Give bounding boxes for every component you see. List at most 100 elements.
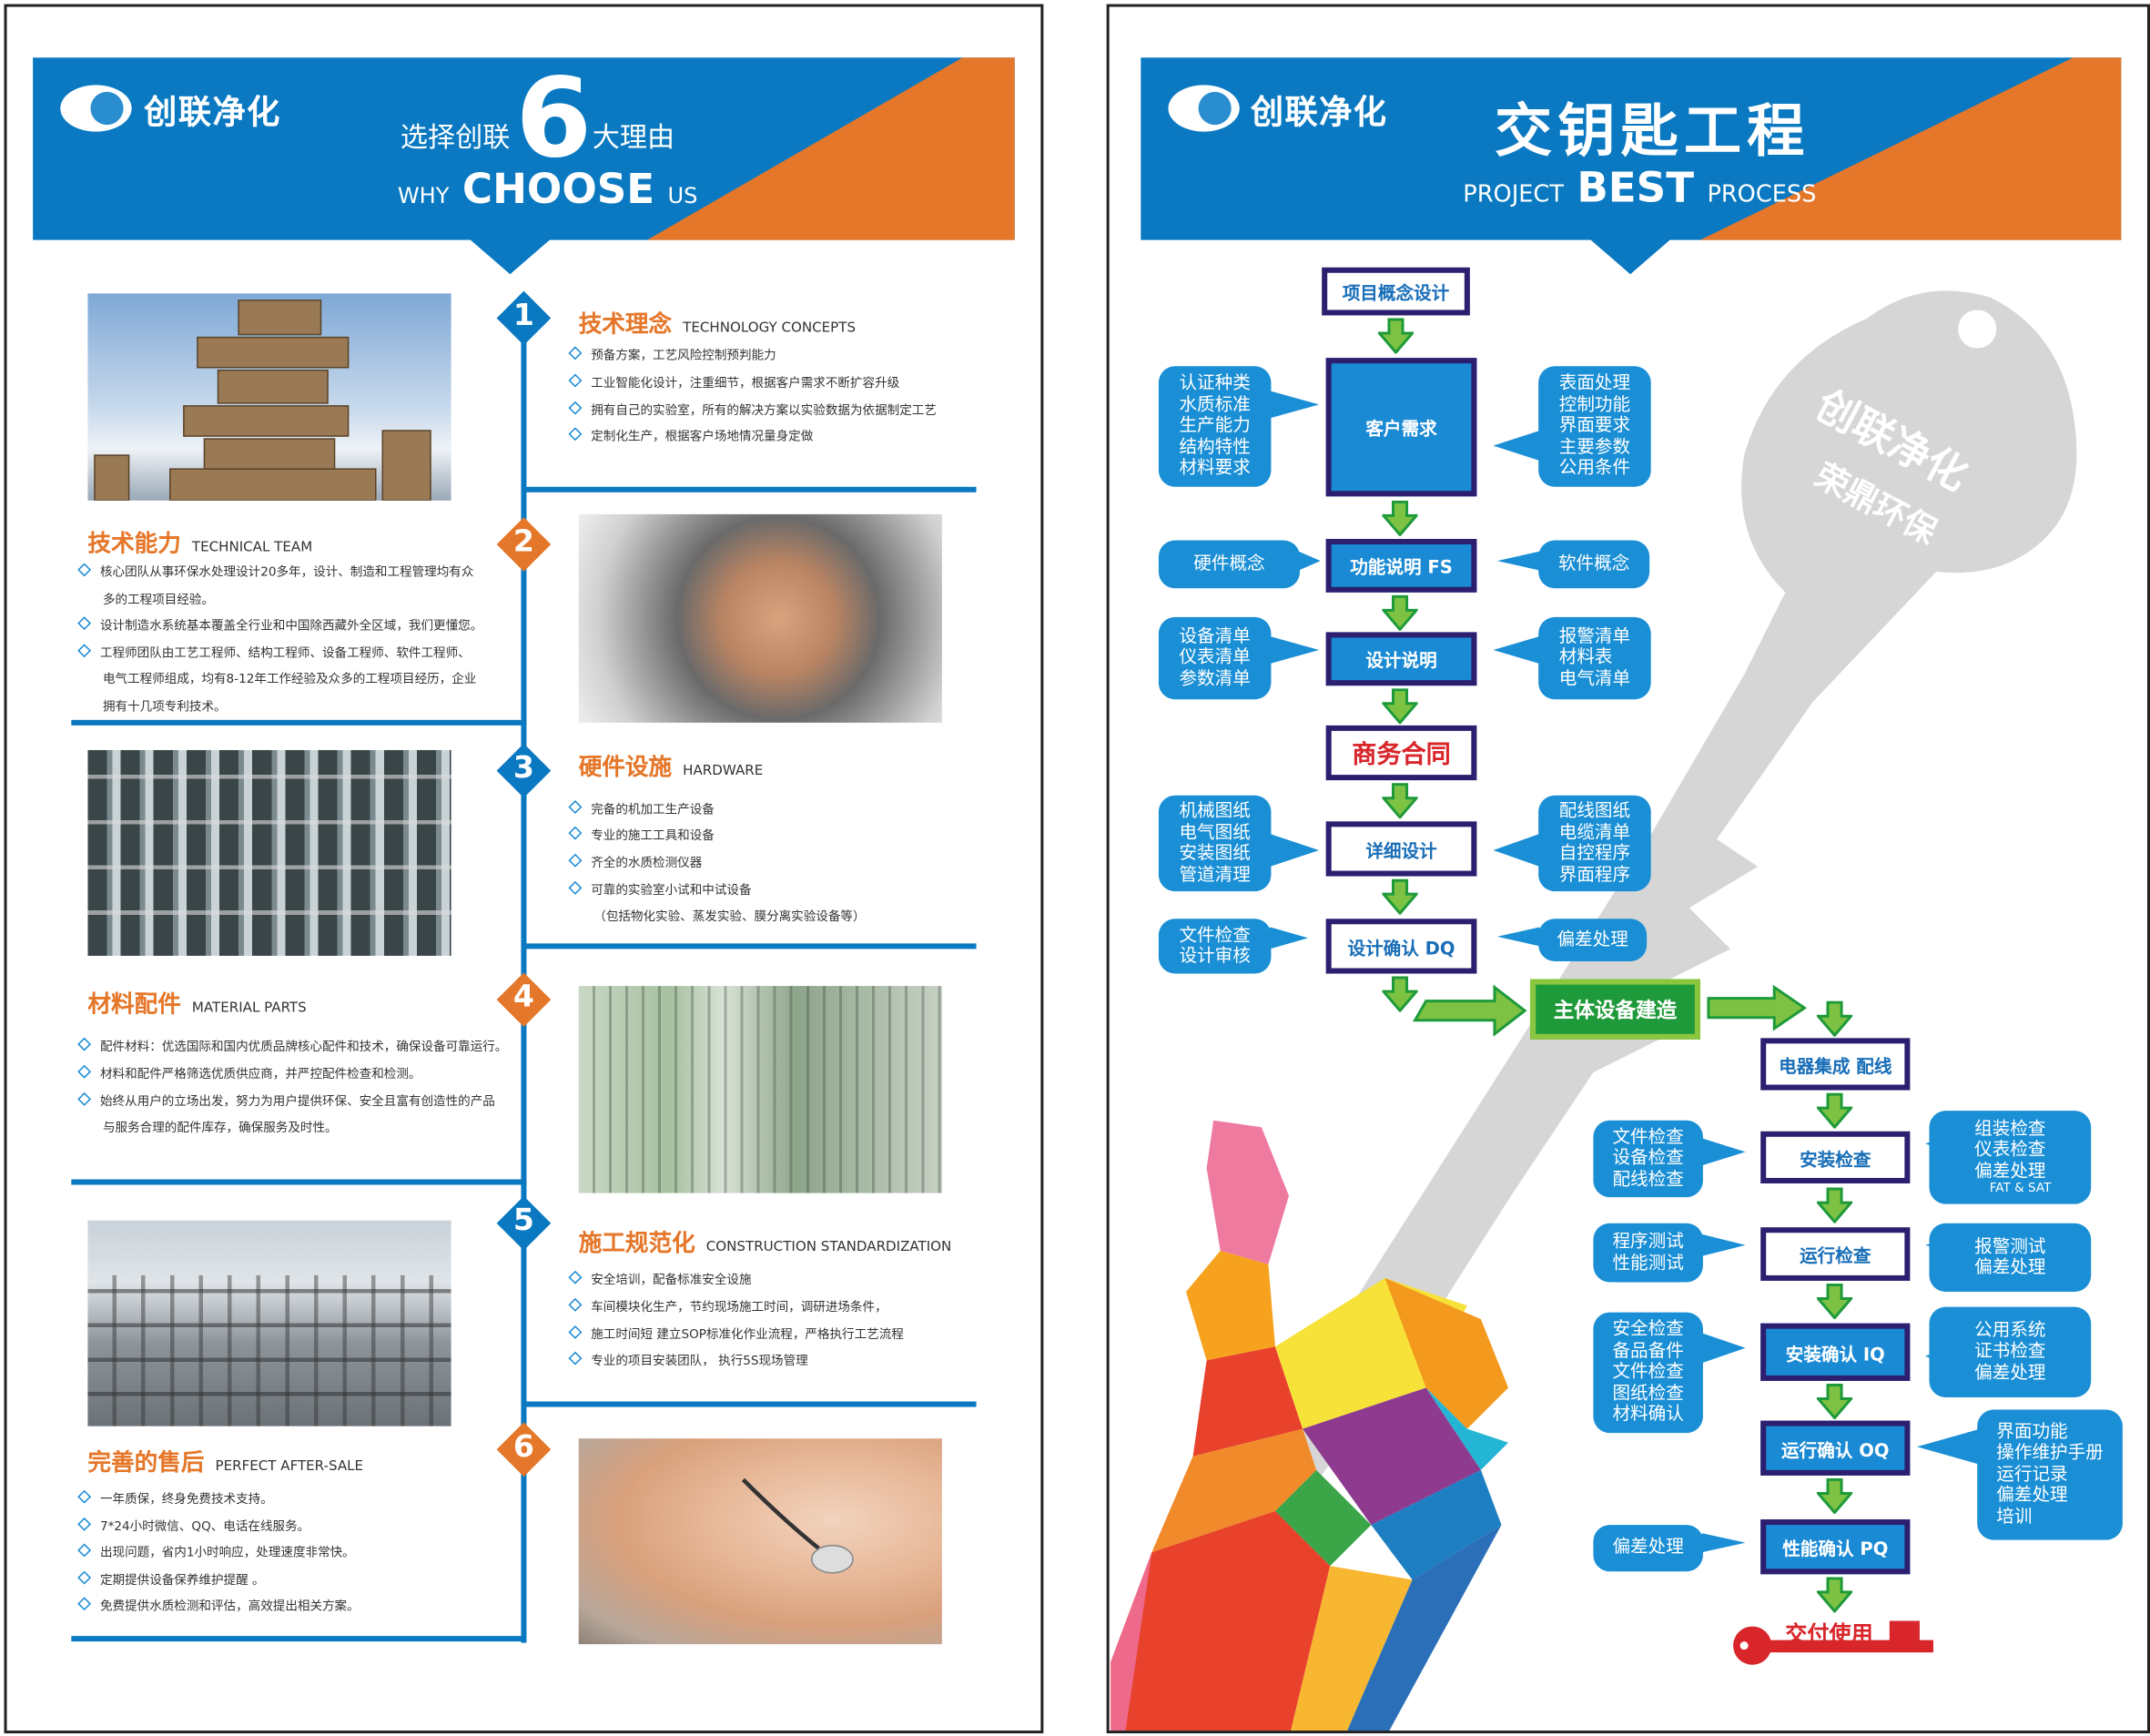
diamond-bullet-icon (77, 1570, 92, 1585)
section-title-cn: 施工规范化 (578, 1230, 695, 1258)
bullet-text: 出现问题，省内1小时响应，处理速度非常快。 (99, 1547, 355, 1561)
header-decoration (469, 57, 1015, 275)
bullet-item: 多的工程项目经验。 (79, 590, 215, 608)
company-logo-text: 创联净化 (1250, 93, 1388, 132)
section-title-en: TECHNICAL TEAM (191, 540, 313, 556)
divider (71, 719, 527, 726)
bullet-text: 专业的施工工具和设备 (591, 829, 715, 844)
right-title: 交钥匙工程 (1494, 96, 1810, 165)
section-title-cn: 材料配件 (87, 991, 181, 1020)
section-title-en: PERFECT AFTER-SALE (215, 1458, 364, 1475)
bullet-text: （包括物化实验、蒸发实验、膜分离实验设备等） (593, 910, 866, 925)
divider (523, 486, 977, 492)
bullet-text: 安全培训，配备标准安全设施 (591, 1274, 752, 1288)
down-arrow-icon (1380, 976, 1420, 1013)
bubble-oq-right: 界面功能 操作维护手册 运行记录 偏差处理 培训 (1977, 1409, 2123, 1540)
step-operational-qualification: 运行确认 OQ (1760, 1420, 1911, 1476)
divider (523, 1401, 977, 1407)
bullet-text: 设计制造水系统基本覆盖全行业和中国除西藏外全区域，我们更懂您。 (99, 619, 483, 634)
diamond-bullet-icon (77, 563, 92, 577)
down-arrow-icon (1815, 1383, 1854, 1420)
photo-industrial-plant (87, 1220, 451, 1426)
bullet-item: 一年质保，终身免费技术支持。 (77, 1489, 273, 1508)
bullet-text: 施工时间短 建立SOP标准化作业流程，严格执行工艺流程 (591, 1328, 904, 1343)
bullet-item: 定期提供设备保养维护提醒 。 (77, 1570, 265, 1588)
bullet-item: 核心团队从事环保水处理设计20多年，设计、制造和工程管理均有众 (77, 563, 473, 580)
header-number: 6 (515, 55, 593, 183)
bullet-item: 拥有十几项专利技术。 (79, 696, 227, 715)
bullet-item: 设计制造水系统基本覆盖全行业和中国除西藏外全区域，我们更懂您。 (77, 615, 483, 634)
bullet-text: 专业的项目安装团队， 执行5S现场管理 (591, 1355, 808, 1369)
step-installation-qualification: 安装确认 IQ (1760, 1323, 1911, 1381)
diamond-bullet-icon (568, 853, 583, 868)
step-performance-qualification: 性能确认 PQ (1760, 1519, 1911, 1575)
step-number: 4 (512, 980, 534, 1015)
header-pre: 选择创联 (400, 120, 511, 154)
down-arrow-icon (1815, 1092, 1854, 1130)
bullet-item: 配件材料：优选国际和国内优质品牌核心配件和技术，确保设备可靠运行。 (77, 1037, 507, 1054)
red-key-icon (1733, 1620, 1933, 1665)
down-arrow-icon (1815, 1283, 1854, 1320)
diamond-bullet-icon (568, 373, 583, 388)
step-concept-design: 项目概念设计 (1322, 267, 1470, 316)
diamond-bullet-icon (568, 1325, 583, 1339)
bubble-fs-left: 硬件概念 (1158, 540, 1301, 589)
bullet-text: 预备方案，工艺风险控制预判能力 (591, 350, 776, 364)
bullet-item: 可靠的实验室小试和中试设备 (568, 880, 752, 898)
bullet-text: 完备的机加工生产设备 (591, 803, 715, 817)
company-logo-icon (1168, 85, 1240, 132)
bullet-text: 多的工程项目经验。 (102, 594, 215, 608)
section-title-en: HARDWARE (683, 764, 764, 779)
diamond-bullet-icon (568, 401, 583, 415)
bullet-text: 拥有十几项专利技术。 (102, 700, 227, 715)
bubble-demand-right: 表面处理 控制功能 界面要求 主要参数 公用条件 (1538, 366, 1651, 487)
thumbs-up-hand-illustration (1110, 1120, 1509, 1731)
bubble-ds-right: 报警清单 材料表 电气清单 (1538, 616, 1651, 700)
bullet-text: 工程师团队由工艺工程师、结构工程师、设备工程师、软件工程师、 (99, 647, 471, 662)
step-number: 2 (512, 524, 534, 560)
bullet-item: 安全培训，配备标准安全设施 (568, 1270, 752, 1288)
step-number: 1 (512, 299, 534, 334)
diamond-bullet-icon (77, 1489, 92, 1504)
diamond-bullet-icon (568, 1297, 583, 1312)
right-arrow-icon (1707, 984, 1808, 1031)
step-electrical-wiring: 电器集成 配线 (1760, 1038, 1911, 1091)
bullet-text: 电气工程师组成，均有8-12年工作经验及众多的工程项目经历，企业 (102, 673, 477, 687)
step-delivery: 交付使用 (1785, 1620, 1873, 1648)
photo-wooden-blocks-sky (87, 293, 451, 501)
step-design-qualification: 设计确认 DQ (1325, 919, 1477, 974)
bubble-run-check-left: 程序测试 性能测试 (1593, 1223, 1703, 1283)
photo-membrane-racks (87, 749, 451, 956)
bullet-text: 车间模块化生产，节约现场施工时间，调研进场条件， (591, 1301, 887, 1315)
bubble-iq-left: 安全检查 备品备件 文件检查 图纸检查 材料确认 (1593, 1312, 1703, 1434)
bullet-item: 专业的施工工具和设备 (568, 826, 715, 844)
diamond-bullet-icon (77, 1091, 92, 1106)
step-design-spec: 设计说明 (1325, 632, 1477, 686)
header-decoration (1588, 57, 2122, 275)
divider (523, 943, 977, 949)
bubble-install-check-left: 文件检查 设备检查 配线检查 (1593, 1120, 1703, 1198)
right-arrow-icon (1412, 984, 1527, 1037)
down-arrow-icon (1815, 1187, 1854, 1224)
bullet-item: 预备方案，工艺风险控制预判能力 (568, 346, 776, 364)
section-title-en: MATERIAL PARTS (191, 1000, 307, 1017)
bullet-item: 完备的机加工生产设备 (568, 799, 715, 817)
section-title-en: TECHNOLOGY CONCEPTS (683, 320, 857, 337)
bubble-install-check-right: 组装检查 仪表检查 偏差处理 FAT & SAT (1929, 1111, 2092, 1204)
bubble-dq-left: 文件检查 设计审核 (1158, 919, 1272, 974)
section-title: 材料配件 MATERIAL PARTS (87, 985, 307, 1020)
diamond-bullet-icon (77, 1064, 92, 1079)
diamond-bullet-icon (568, 880, 583, 895)
subtitle-best: BEST (1577, 164, 1695, 213)
photo-customer-service-headset (578, 1438, 942, 1645)
diamond-bullet-icon (77, 1517, 92, 1531)
bubble-run-check-right: 报警测试 偏差处理 (1929, 1223, 2092, 1293)
header-us: US (667, 182, 698, 208)
bubble-dq-right: 偏差处理 (1538, 919, 1648, 961)
bullet-item: 免费提供水质检测和评估，高效提出相关方案。 (77, 1596, 360, 1614)
down-arrow-icon (1380, 878, 1420, 916)
step-installation-check: 安装检查 (1760, 1131, 1911, 1184)
